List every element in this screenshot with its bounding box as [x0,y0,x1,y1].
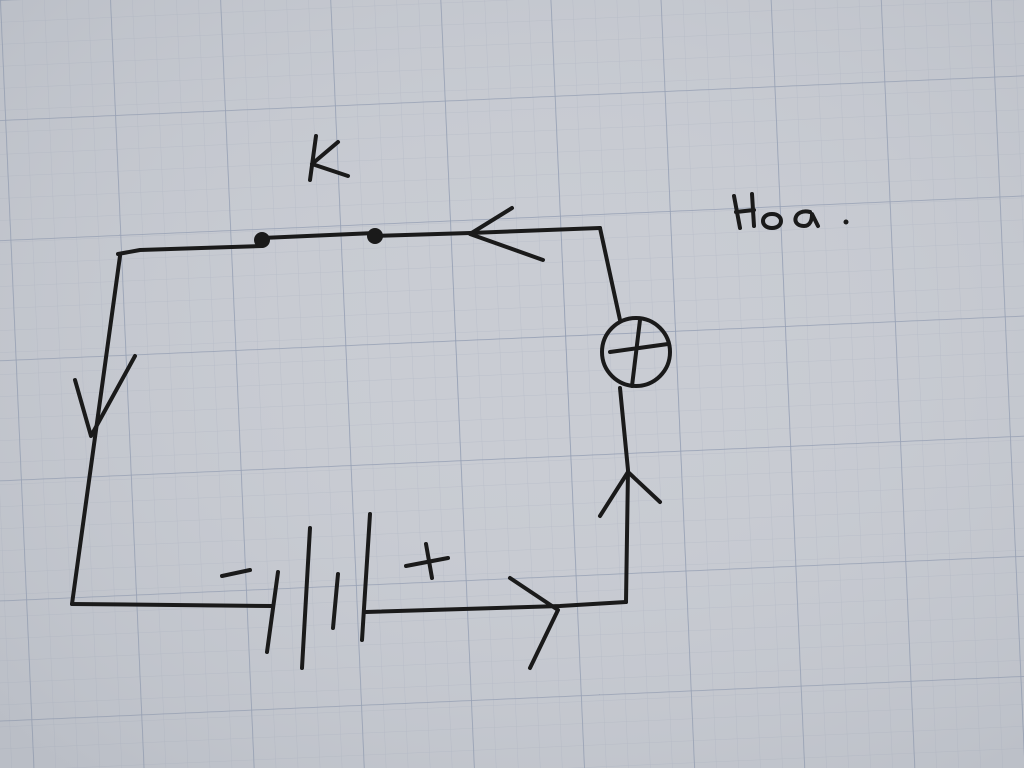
battery-negative-label: - [224,549,238,595]
battery-plate-long-left [300,526,312,670]
current-arrow-bottom [508,576,560,670]
battery-plate-short-left [265,570,280,654]
battery-positive-label: + [408,540,445,591]
name-label: Hoa . [734,193,833,237]
wire-right-upper [598,226,622,322]
minus-sign-handwriting [220,568,252,578]
name-handwriting [732,192,820,230]
lamp-cross [608,318,670,388]
plus-sign-handwriting [404,542,450,580]
battery-plate-long-right [360,512,372,642]
battery-plate-short-right [331,572,340,630]
switch-lever [260,231,377,240]
wire-bottom-right [364,600,628,614]
current-arrow-left [73,354,137,438]
name-dot [843,219,849,225]
lamp-icon [600,316,672,388]
switch-label: K [315,135,345,186]
wire-bottom-left [70,602,274,608]
circuit-diagram [70,134,849,670]
current-arrow-top [468,206,545,262]
current-arrow-right [598,470,662,518]
wire-top-left [116,244,264,256]
switch-contact-left [254,232,270,248]
switch-label-handwriting [308,134,350,182]
